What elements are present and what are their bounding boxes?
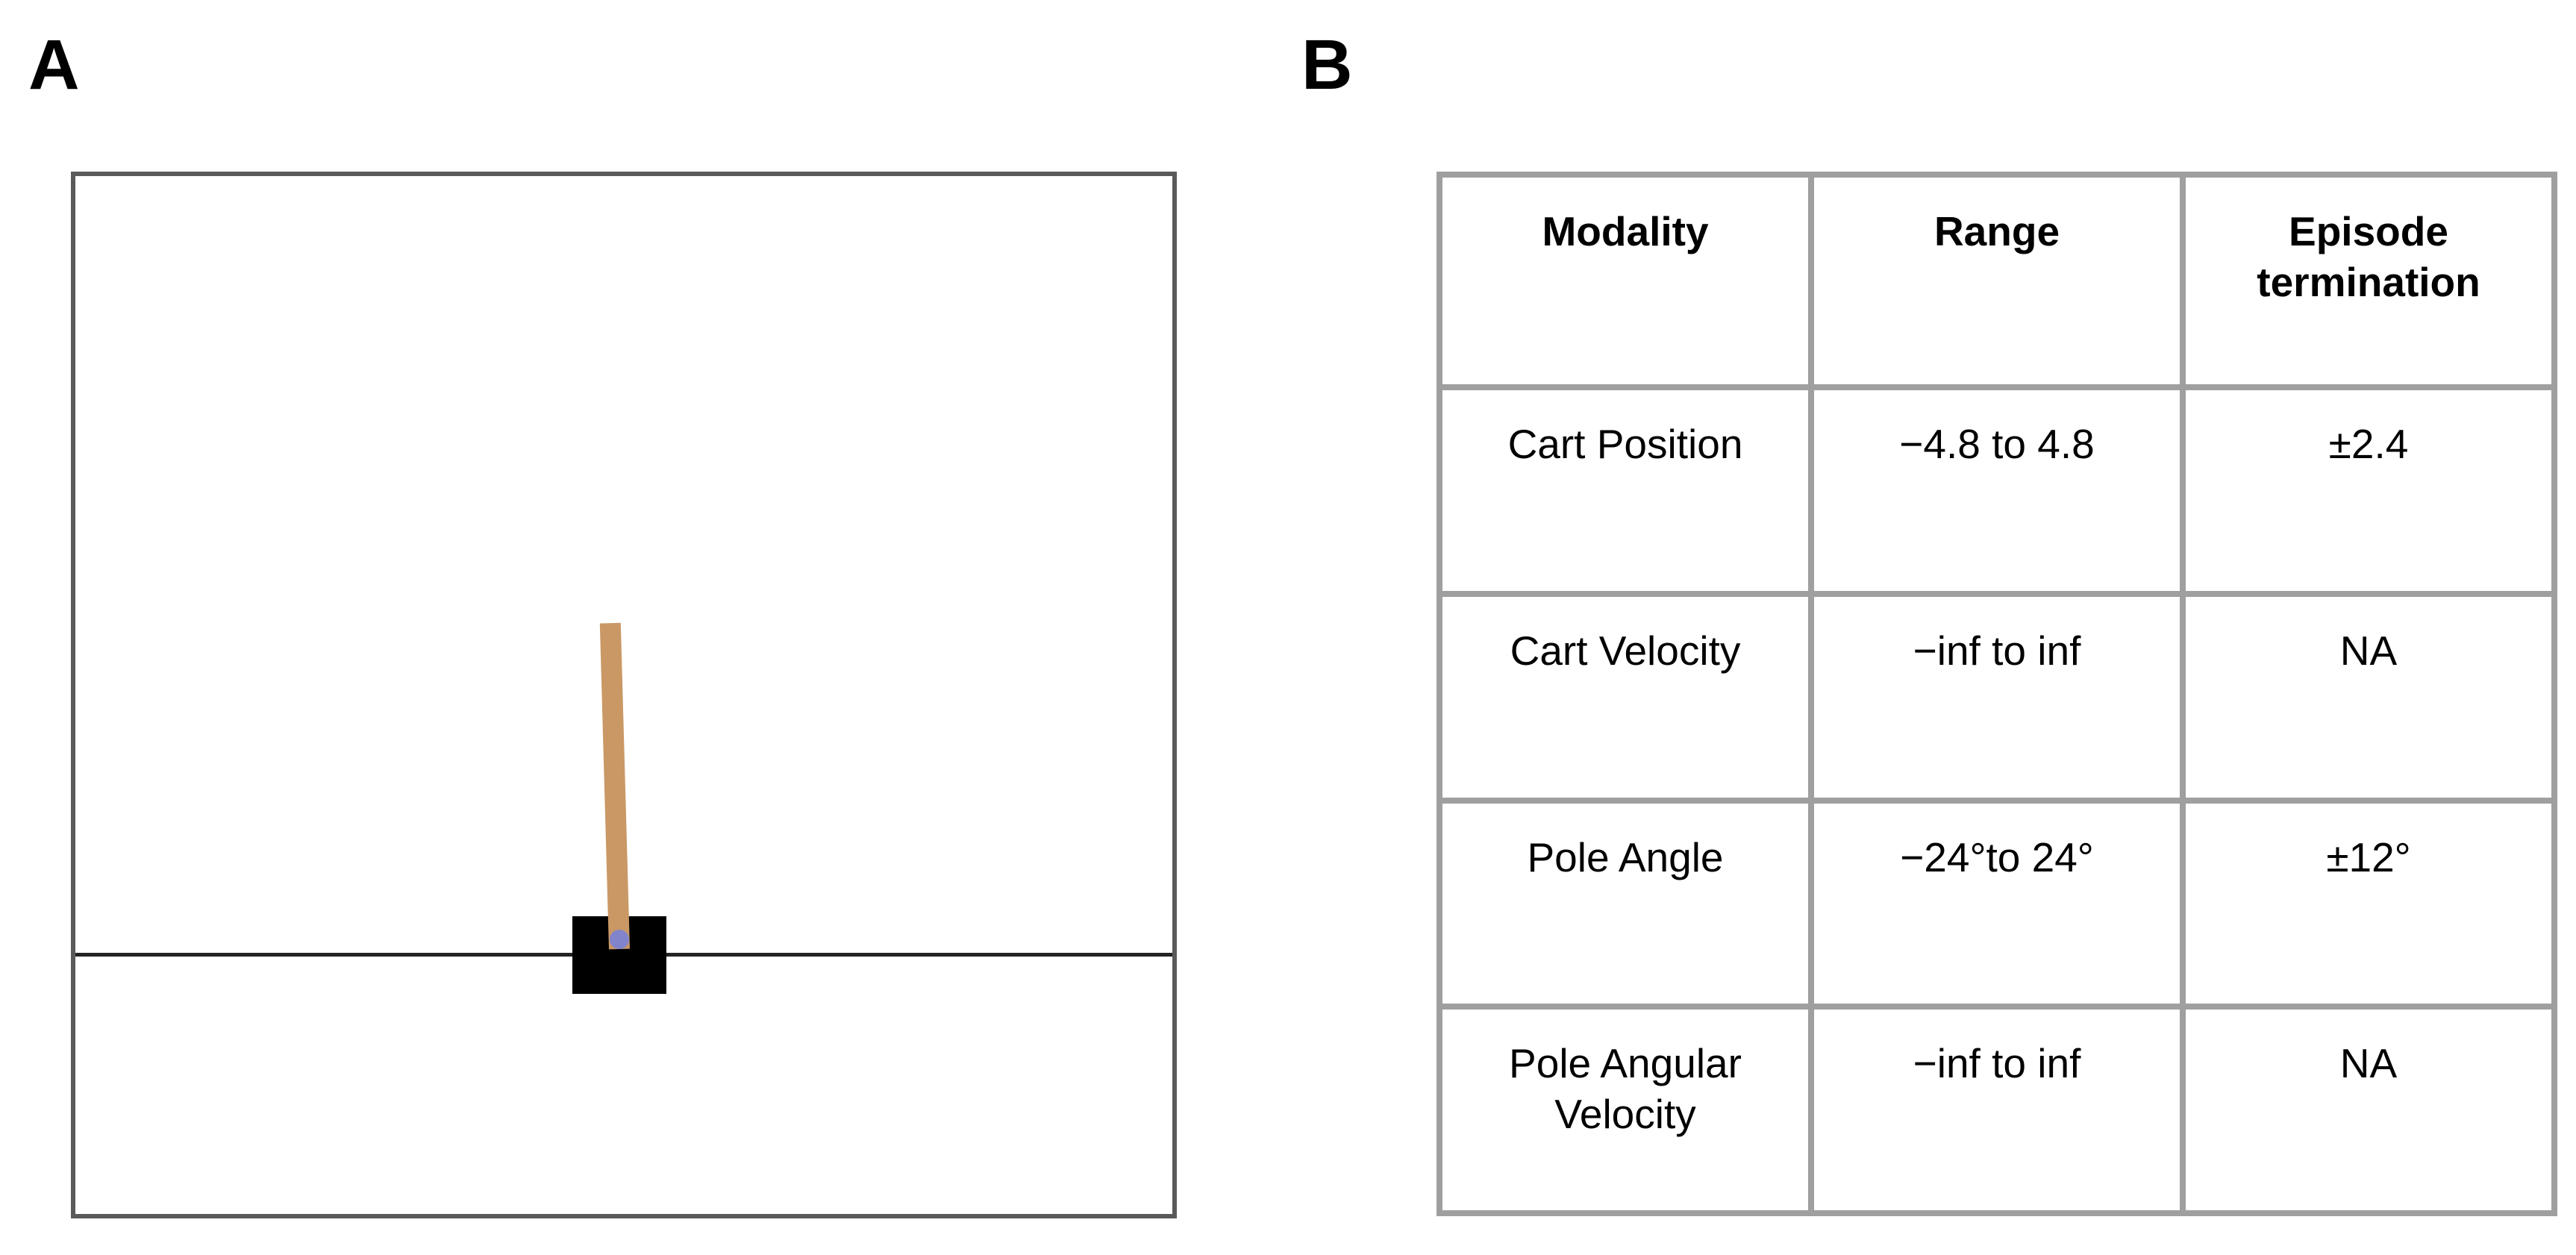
table-cell-cart-velocity-range: −inf to inf [1814,596,2180,798]
table-cell-cart-position-modality: Cart Position [1442,390,1808,591]
pole [599,622,630,950]
table-header-modality: Modality [1442,178,1808,384]
panel-b-label: B [1301,25,1354,104]
table-cell-pole-angular-velocity-range: −inf to inf [1814,1010,2180,1210]
table-cell-cart-velocity-termination: NA [2186,596,2551,798]
cartpole-environment-frame [71,172,1177,1218]
table-cell-cart-position-range: −4.8 to 4.8 [1814,390,2180,591]
table-cell-pole-angle-modality: Pole Angle [1442,803,1808,1004]
table-cell-cart-velocity-modality: Cart Velocity [1442,596,1808,798]
table-cell-pole-angular-velocity-modality: Pole Angular Velocity [1442,1010,1808,1210]
table-cell-pole-angle-termination: ±12° [2186,803,2551,1004]
table-cell-pole-angle-range: −24°to 24° [1814,803,2180,1004]
table-cell-pole-angular-velocity-termination: NA [2186,1010,2551,1210]
table-header-range: Range [1814,178,2180,384]
panel-a-label: A [28,25,81,104]
observation-table: Modality Range Episode termination Cart … [1437,172,2557,1216]
table-header-episode-termination: Episode termination [2186,178,2551,384]
pole-axle [610,930,629,949]
table-cell-cart-position-termination: ±2.4 [2186,390,2551,591]
